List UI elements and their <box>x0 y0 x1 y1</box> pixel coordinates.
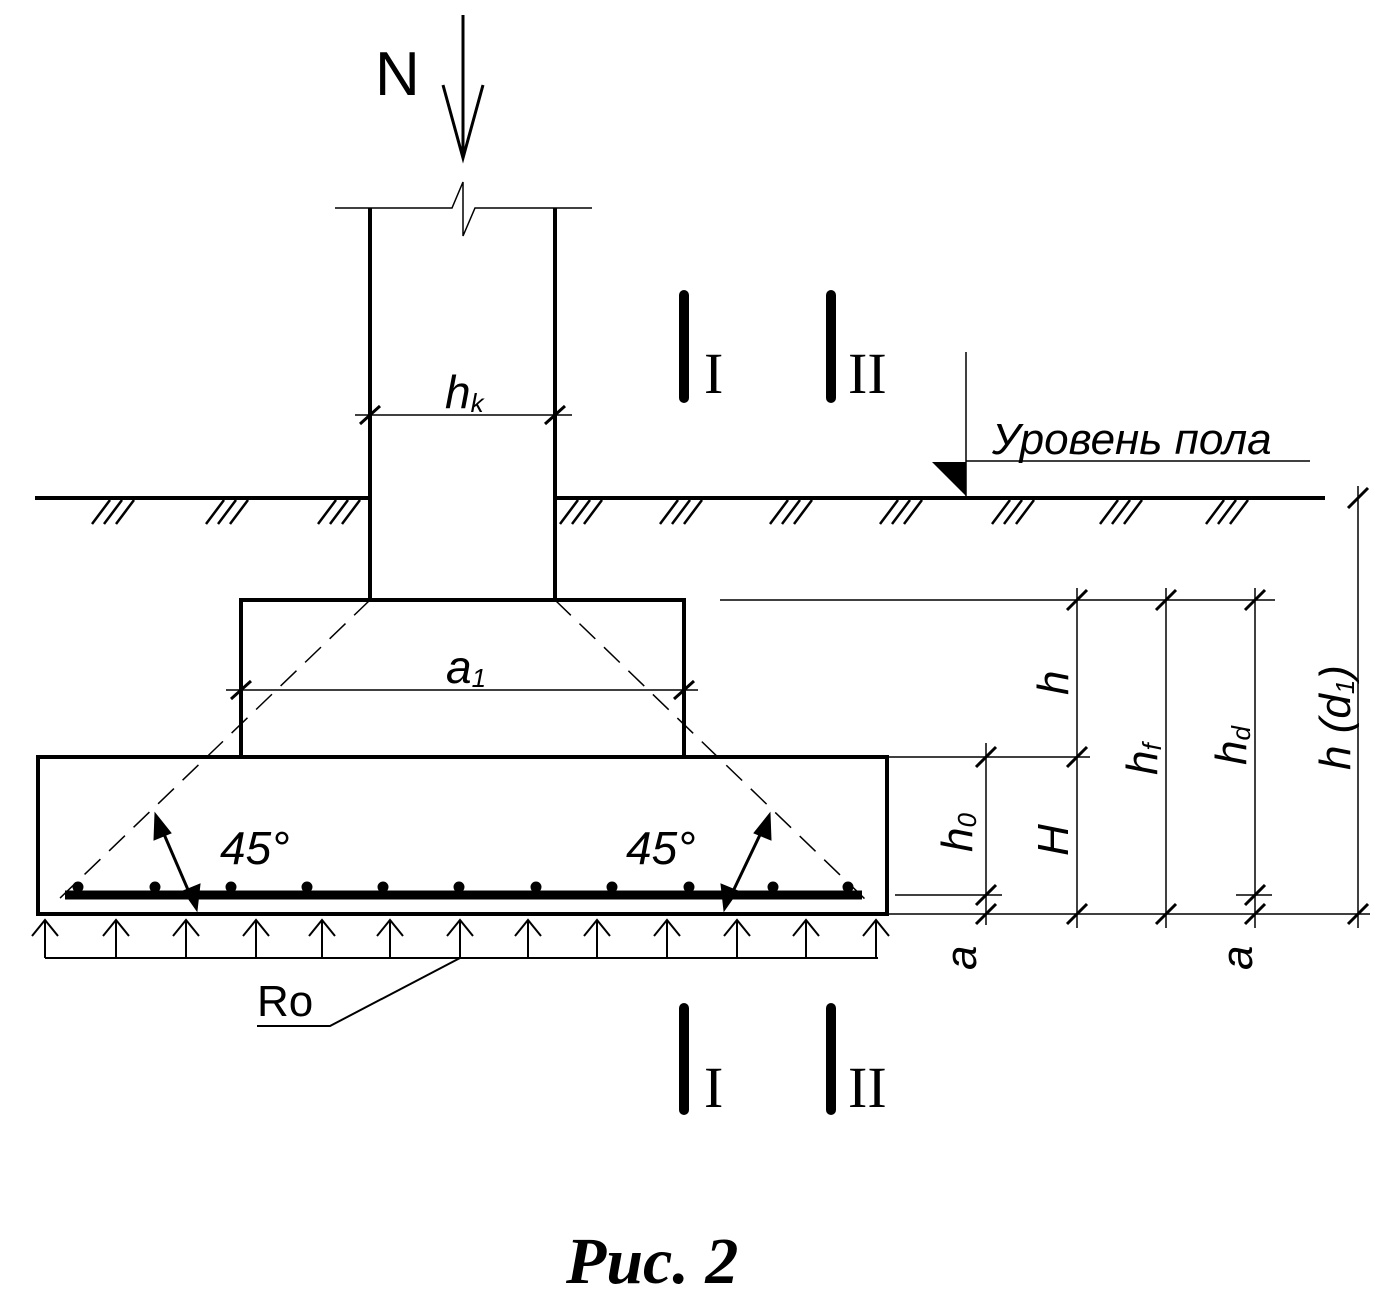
column-width-dimension <box>355 404 572 426</box>
break-line <box>335 181 592 237</box>
section-1-bottom-label: I <box>704 1055 723 1120</box>
step-width-label: a1 <box>446 641 486 693</box>
dim-hf-label: hf <box>1118 741 1167 775</box>
dim-H-label: H <box>1029 824 1078 856</box>
ground-hatching <box>91 499 1249 525</box>
dim-total-label: h (d1) <box>1311 665 1360 770</box>
section-2-bottom-label: II <box>848 1055 887 1120</box>
angle-arrow-right <box>720 811 772 913</box>
pressure-arrow <box>376 918 404 958</box>
pressure-arrow <box>653 918 681 958</box>
pressure-arrow <box>723 918 751 958</box>
dimension-extension-lines <box>720 599 1370 915</box>
punching-pyramid-lines <box>57 599 867 901</box>
section-1-top-label: I <box>704 341 723 406</box>
column-width-label: hk <box>445 366 486 418</box>
load-arrow <box>441 15 485 164</box>
foundation-base-slab <box>36 755 889 916</box>
section-marks-bottom <box>679 1003 836 1115</box>
pressure-arrow <box>308 918 336 958</box>
pressure-arrow <box>792 918 820 958</box>
load-label: N <box>375 40 420 109</box>
soil-pressure-arrows <box>31 918 890 1027</box>
floor-level-label: Уровень пола <box>991 415 1272 464</box>
dim-a-right-label: a <box>1213 946 1262 970</box>
dim-hd-label: hd <box>1207 725 1256 765</box>
angle-left-label: 45° <box>220 822 290 874</box>
figure-caption: Рис. 2 <box>565 1225 738 1298</box>
pressure-arrow <box>172 918 200 958</box>
dim-h-label: h <box>1029 671 1078 695</box>
dim-a-left-label: a <box>937 946 986 970</box>
floor-level-marker <box>932 352 1310 498</box>
pressure-arrow <box>514 918 542 958</box>
section-marks-top <box>679 290 836 403</box>
pressure-arrow <box>446 918 474 958</box>
foundation-upper-step <box>239 598 686 757</box>
pressure-arrow <box>242 918 270 958</box>
pressure-arrow <box>102 918 130 958</box>
dim-h0-label: h0 <box>933 813 982 852</box>
dimension-ticks <box>974 486 1370 926</box>
angle-arrow-left <box>153 811 201 913</box>
soil-pressure-label: Ro <box>257 977 313 1026</box>
step-width-dimension <box>226 679 698 701</box>
section-2-top-label: II <box>848 341 887 406</box>
pressure-arrow <box>862 918 890 958</box>
pressure-arrow <box>583 918 611 958</box>
dimension-lines <box>985 486 1359 928</box>
angle-right-label: 45° <box>626 822 696 874</box>
column <box>335 181 592 600</box>
pressure-arrow <box>31 918 59 958</box>
soil-pressure-leader <box>257 957 461 1027</box>
